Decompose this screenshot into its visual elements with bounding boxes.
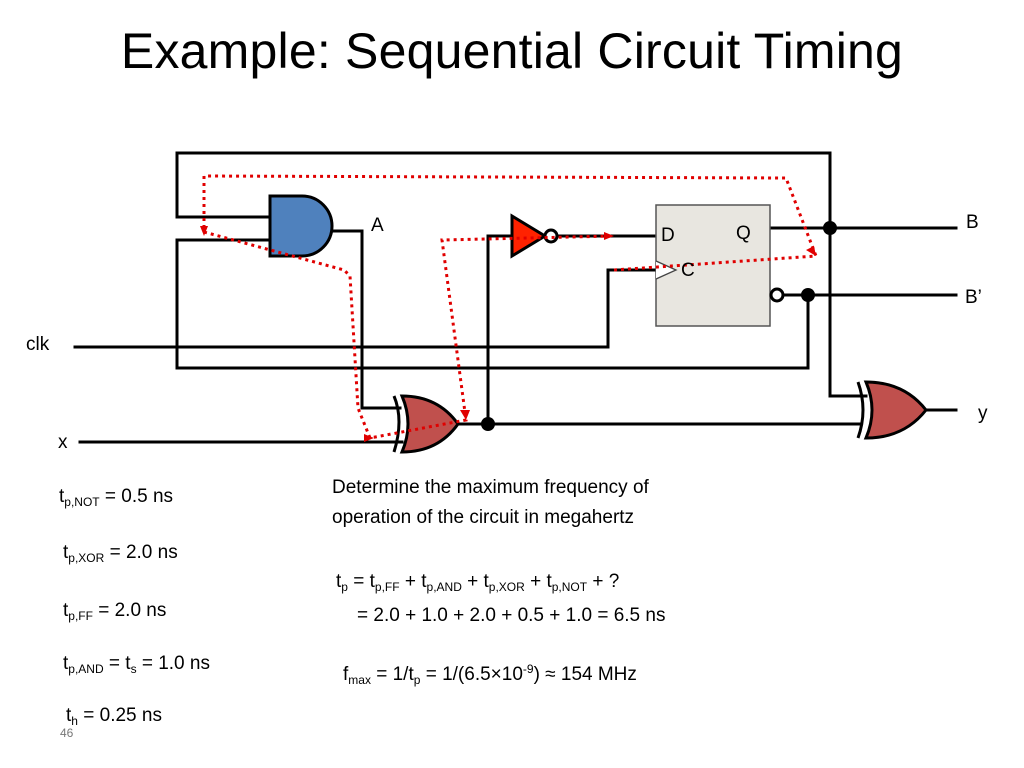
wire-b-to-xor2 — [828, 226, 868, 398]
signal-label-y: y — [978, 403, 988, 424]
solution-tp-formula: tp = tp,FF + tp,AND + tp,XOR + tp,NOT + … — [336, 571, 620, 594]
critical-path — [200, 174, 819, 442]
xor-gate-2 — [856, 380, 928, 440]
signal-label-x: x — [58, 432, 68, 453]
junction-b — [823, 221, 837, 235]
signal-label-a: A — [371, 215, 384, 236]
ff-pin-d: D — [661, 225, 675, 246]
wires — [73, 151, 958, 444]
param-tp-not: tp,NOT = 0.5 ns — [59, 486, 174, 509]
wire-a — [331, 229, 402, 410]
param-tp-ff: tp,FF = 2.0 ns — [63, 600, 167, 623]
param-th: th = 0.25 ns — [66, 705, 162, 728]
solution-tp-value: = 2.0 + 1.0 + 2.0 + 0.5 + 1.0 = 6.5 ns — [357, 605, 666, 626]
ff-pin-q: Q — [736, 223, 751, 244]
signal-label-clk: clk — [26, 334, 50, 355]
and-gate — [268, 194, 334, 258]
param-tp-and: tp,AND = ts = 1.0 ns — [63, 653, 210, 676]
xor-gate-1 — [392, 394, 460, 454]
ff-pin-c: C — [681, 260, 695, 281]
signal-label-b: B — [966, 212, 979, 233]
param-tp-xor: tp,XOR = 2.0 ns — [63, 542, 178, 565]
problem-line-2: operation of the circuit in megahertz — [332, 507, 635, 528]
d-flip-flop — [655, 204, 785, 327]
slide-title: Example: Sequential Circuit Timing — [120, 23, 904, 79]
wire-clk — [73, 268, 662, 349]
junctions — [481, 221, 837, 431]
junction-xor1 — [481, 417, 495, 431]
signal-label-b-prime: B’ — [965, 287, 982, 308]
q-bar-bubble — [769, 287, 785, 303]
problem-line-1: Determine the maximum frequency of — [332, 477, 649, 498]
wire-to-not — [486, 234, 514, 426]
wire-feedback-b — [175, 151, 832, 230]
not-gate — [510, 213, 559, 259]
junction-b-prime — [801, 288, 815, 302]
wire-and-input2 — [175, 238, 810, 370]
slide-number: 46 — [60, 726, 74, 740]
solution-fmax: fmax = 1/tp = 1/(6.5×10-9) ≈ 154 MHz — [343, 662, 637, 687]
